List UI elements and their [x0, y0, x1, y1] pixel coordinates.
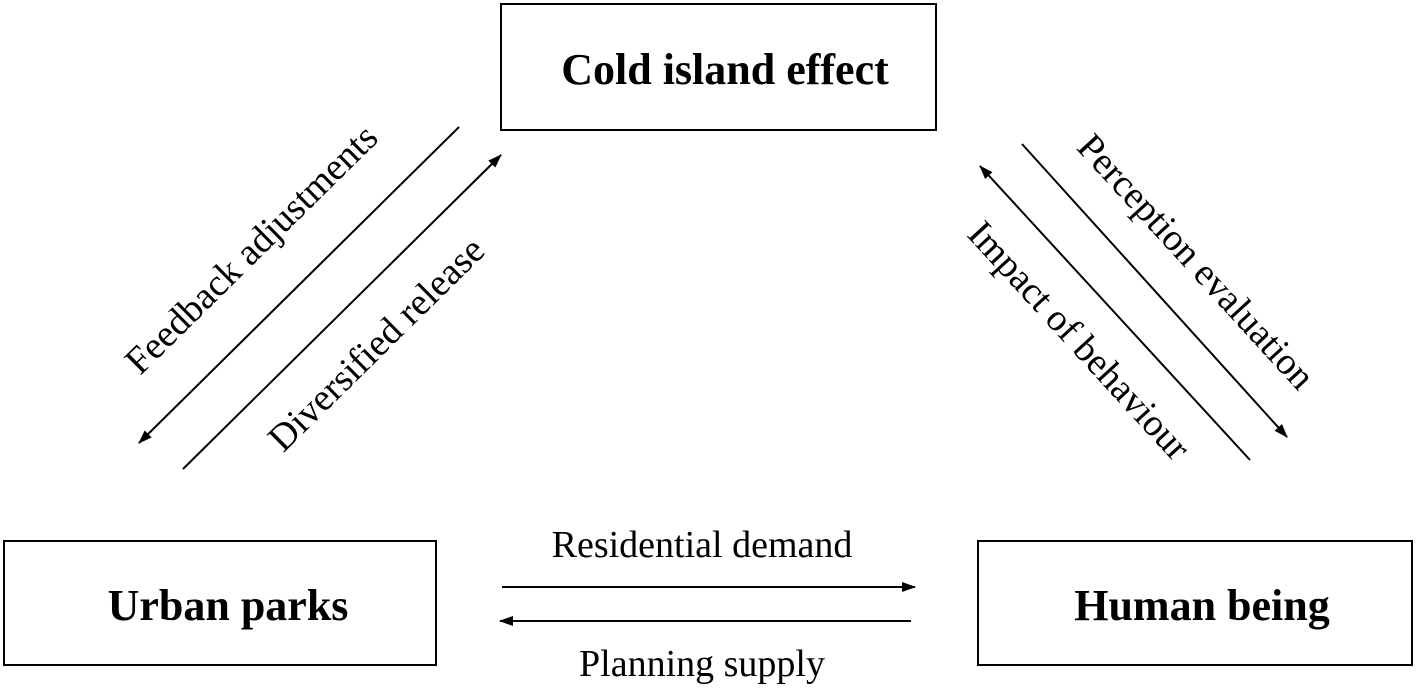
edge-planning-supply-label: Planning supply	[579, 643, 825, 685]
node-cold-island-effect-label: Cold island effect	[561, 45, 889, 94]
node-human-being-box	[977, 540, 1413, 666]
node-urban-parks-box	[3, 540, 437, 666]
edge-feedback-adjustments-label: Feedback adjustments	[117, 116, 386, 382]
edge-diversified-release-label: Diversified release	[260, 229, 493, 460]
edge-diversified-release-arrow	[182, 154, 502, 470]
node-cold-island-effect: Cold island effect	[500, 3, 937, 131]
node-cold-island-effect-box	[500, 3, 937, 131]
edge-feedback-adjustments-arrow	[138, 126, 460, 444]
node-urban-parks: Urban parks	[3, 540, 437, 666]
node-human-being-label: Human being	[1074, 581, 1330, 630]
edge-perception-evaluation-arrow	[1021, 143, 1288, 438]
node-urban-parks-label: Urban parks	[108, 581, 349, 630]
edge-residential-demand-label: Residential demand	[552, 524, 853, 566]
node-human-being: Human being	[977, 540, 1413, 666]
edge-impact-of-behaviour-arrow	[979, 165, 1251, 461]
